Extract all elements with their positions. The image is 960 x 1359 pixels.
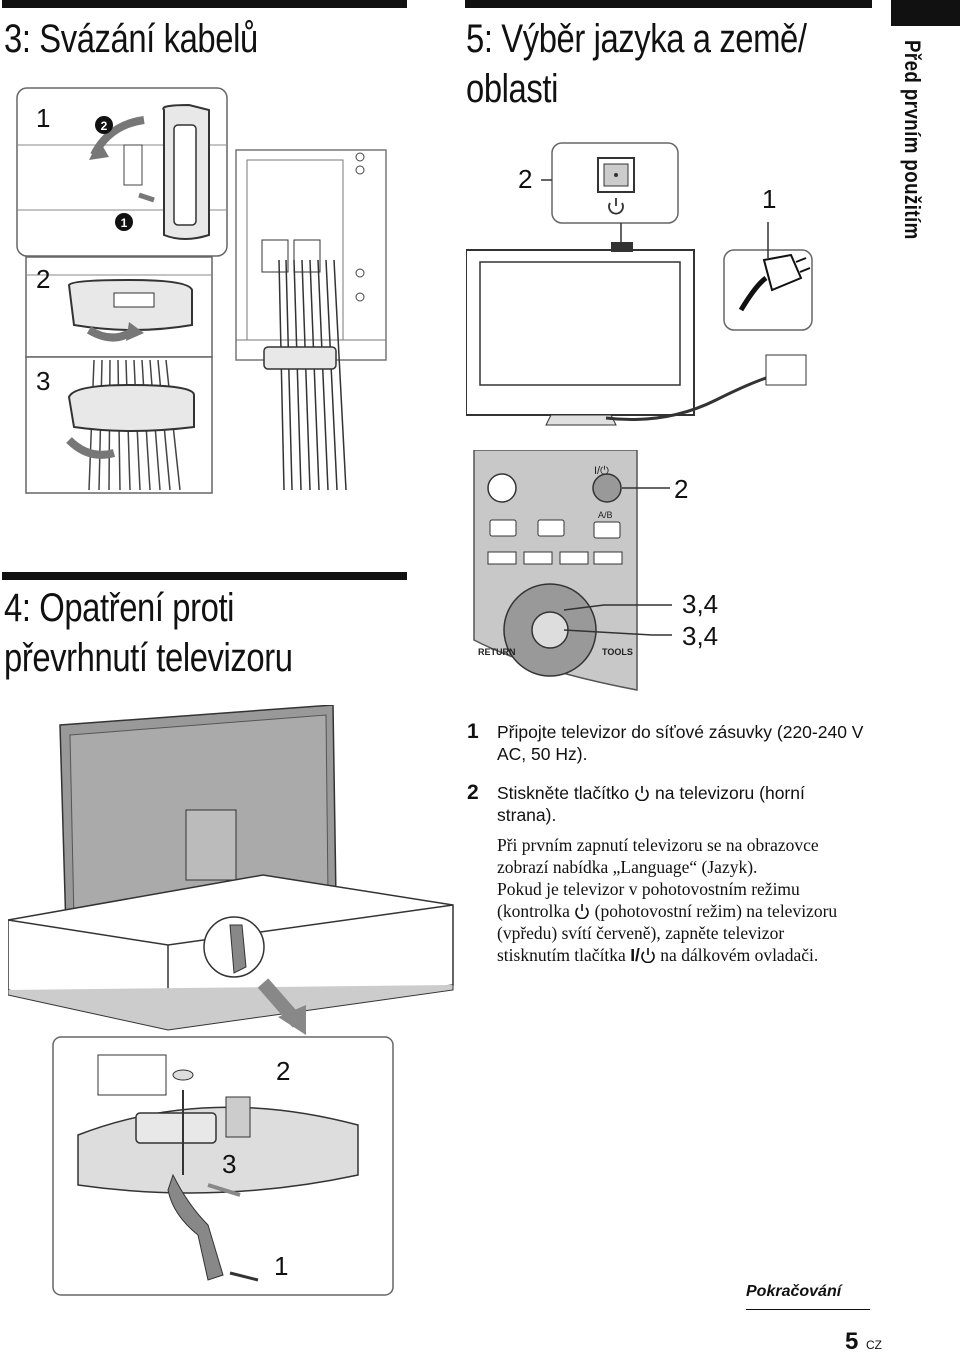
continued-underline	[746, 1309, 870, 1310]
page-number: 5	[845, 1328, 859, 1355]
section-5-title-line1: 5: Výběr jazyka a země/	[466, 17, 807, 61]
note-line-4-before: (kontrolka	[497, 901, 570, 921]
note-line-4-after: (pohotovostní režim) na televizoru	[594, 901, 838, 921]
step-1: 1 Připojte televizor do síťové zásuvky (…	[467, 721, 867, 769]
side-tab-marker	[891, 0, 960, 26]
panel-label-2: 2	[36, 264, 50, 294]
substep-1-text: 1	[121, 216, 128, 230]
remote-label-nav2: 3,4	[682, 621, 718, 651]
remote-power-icon	[641, 948, 655, 964]
power-icon	[635, 786, 649, 802]
note-line-2: zobrazí nabídka „Language“ (Jazyk).	[497, 857, 758, 877]
side-tab-label: Před prvním použitím	[900, 40, 925, 240]
step-2-text-after: na televizoru (horní strana).	[497, 783, 805, 825]
step-1-text: Připojte televizor do síťové zásuvky (22…	[497, 722, 864, 764]
tools-label: TOOLS	[602, 647, 633, 657]
remote-power-label: I/⏻	[594, 465, 609, 477]
remote-label-power: 2	[674, 474, 688, 504]
note-line-1: Při prvním zapnutí televizoru se na obra…	[497, 835, 819, 855]
power-button-icon	[608, 198, 624, 215]
cable-binding-illustration: 2 1 1 2 3	[16, 87, 387, 494]
note-line-5: (vpředu) svítí červeně), zapněte televiz…	[497, 923, 785, 943]
substep-2-text: 2	[101, 119, 108, 133]
section-5-rule	[465, 0, 872, 8]
anti-tip-label-2: 2	[276, 1056, 290, 1086]
note-line-6: stisknutím tlačítka I/ na dálkovém ovlad…	[497, 944, 877, 966]
step-2-number: 2	[467, 781, 479, 804]
section-4-rule	[2, 572, 407, 580]
return-label: RETURN	[478, 647, 516, 657]
step-2: 2 Stiskněte tlačítko na televizoru (horn…	[467, 782, 867, 830]
remote-power-button	[592, 473, 622, 503]
ab-button-label: A/B	[598, 510, 613, 520]
note-line-3: Pokud je televizor v pohotovostním režim…	[497, 879, 800, 899]
substep-2-badge	[95, 116, 113, 134]
remote-control-illustration: I/⏻ A/B RETURN TOOLS 2 3,4 3,4	[473, 450, 718, 691]
remote-label-nav1: 3,4	[682, 589, 718, 619]
section-4-title-line2: převrhnutí televizoru	[4, 636, 293, 680]
input-button	[487, 473, 517, 503]
anti-tip-illustration: 2 3 1	[8, 705, 454, 1296]
section-3-title: 3: Svázání kabelů	[4, 17, 258, 61]
tv-power-illustration: 2 1	[466, 142, 813, 426]
anti-tip-label-3: 3	[222, 1149, 236, 1179]
panel-label-1: 1	[36, 103, 50, 133]
note-button-label: I/	[630, 945, 640, 965]
section-3-rule	[2, 0, 407, 8]
substep-1-badge	[115, 213, 133, 231]
section-5-title-line2: oblasti	[466, 67, 558, 111]
power-label-1: 1	[762, 184, 776, 214]
note-line-4: (kontrolka (pohotovostní režim) na telev…	[497, 900, 877, 922]
panel-label-3: 3	[36, 366, 50, 396]
step-1-number: 1	[467, 720, 479, 743]
anti-tip-label-1: 1	[274, 1251, 288, 1281]
section-4-title-line1: 4: Opatření proti	[4, 586, 235, 630]
standby-icon	[575, 904, 590, 920]
power-label-2: 2	[518, 164, 532, 194]
continued-label: Pokračování	[746, 1283, 842, 1300]
step-2-text-before: Stiskněte tlačítko	[497, 783, 630, 803]
note-line-6-after: na dálkovém ovladači.	[660, 945, 819, 965]
page-language: CZ	[866, 1338, 882, 1352]
nav-ok-button	[531, 611, 569, 649]
note-line-6-before: stisknutím tlačítka	[497, 945, 626, 965]
